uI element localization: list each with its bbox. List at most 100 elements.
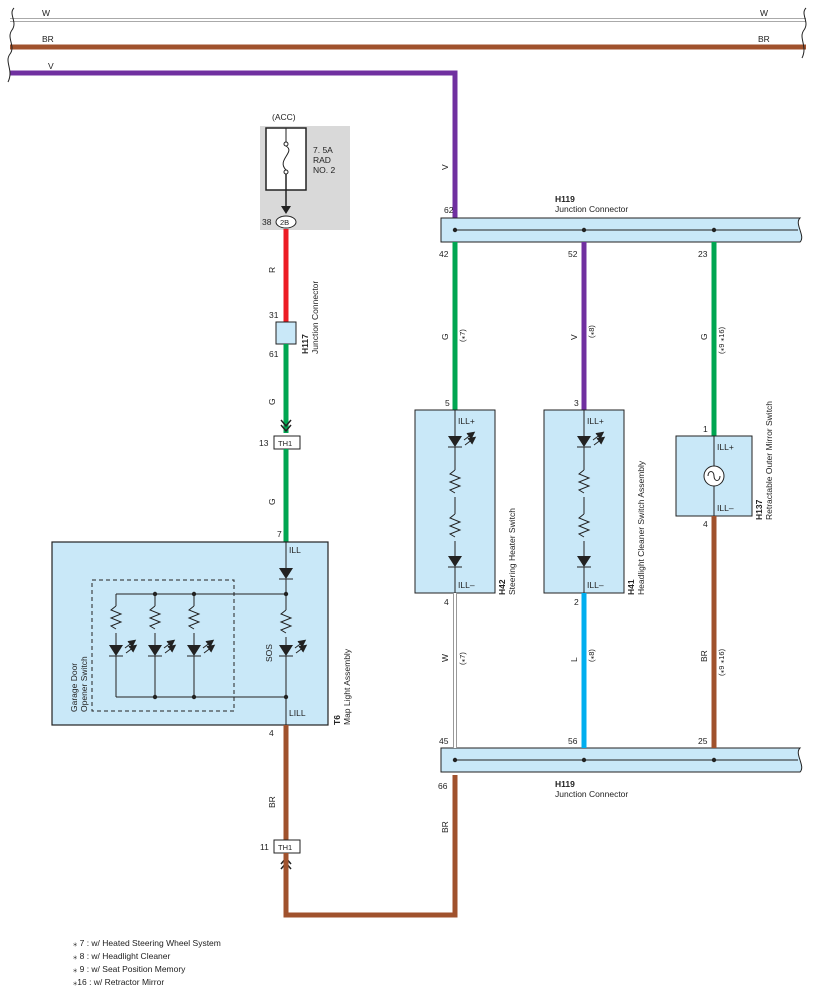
- bus-wire-br: BR BR: [10, 34, 806, 50]
- branch-h41: 52 V (⁎8) 3 ILL+ ILL– 2 H41 Headlight Cl…: [543, 242, 646, 748]
- h119-bottom-connector: H119 Junction Connector: [440, 747, 803, 799]
- h42-code: H42: [497, 579, 507, 595]
- h41-code: H41: [626, 579, 636, 595]
- h41-cond-bottom: (⁎8): [587, 649, 596, 662]
- wire-label-r: R: [267, 267, 277, 273]
- h117-name: Junction Connector: [310, 281, 320, 354]
- wire-break-left: [7, 7, 15, 83]
- fuse-name-2: NO. 2: [313, 165, 335, 175]
- note-3: ⁎ 9 : w/ Seat Position Memory: [73, 964, 186, 974]
- h42-top-pin: 42: [439, 249, 449, 259]
- wire-label-g-2: G: [267, 498, 277, 505]
- note-2: ⁎ 8 : w/ Headlight Cleaner: [73, 951, 170, 961]
- h41-cond-top: (⁎8): [587, 325, 596, 338]
- h41-top-pin: 52: [568, 249, 578, 259]
- t6-pin-out: 4: [269, 728, 274, 738]
- wire-label-br-right: BR: [758, 34, 770, 44]
- h137-name: Retractable Outer Mirror Switch: [764, 401, 774, 520]
- t6-code: T6: [332, 715, 342, 725]
- h117-pin-bottom: 61: [269, 349, 279, 359]
- h137-wire-bottom: BR: [699, 650, 709, 662]
- h41-bottom-pin: 56: [568, 736, 578, 746]
- h42-wire-top: G: [440, 333, 450, 340]
- fuse-pin: 38: [262, 217, 272, 227]
- th1-top-connector: TH1 13: [259, 435, 301, 450]
- h119-bottom-code: H119: [555, 779, 575, 789]
- th1-bottom-connector: TH1 11: [260, 839, 301, 870]
- h41-wire-bottom: L: [569, 657, 579, 662]
- h137-ill-plus: ILL+: [717, 442, 734, 452]
- bus-wire-w: W W: [10, 8, 806, 22]
- wire-label-w-right: W: [760, 8, 768, 18]
- h41-name: Headlight Cleaner Switch Assembly: [636, 460, 646, 595]
- h42-comp-pin-bottom: 4: [444, 597, 449, 607]
- h117-code: H117: [300, 334, 310, 354]
- th1-top-code: TH1: [278, 439, 292, 448]
- footnotes: ⁎ 7 : w/ Heated Steering Wheel System ⁎ …: [73, 938, 221, 987]
- fuse-name-1: RAD: [313, 155, 331, 165]
- h137-bottom-pin: 25: [698, 736, 708, 746]
- h119-top-code: H119: [555, 194, 575, 204]
- h42-ill-minus: ILL–: [458, 580, 475, 590]
- h119-bottom-pin-66: 66: [438, 781, 448, 791]
- h137-wire-top: G: [699, 333, 709, 340]
- note-1: ⁎ 7 : w/ Heated Steering Wheel System: [73, 938, 221, 948]
- garage-led-1: [109, 594, 138, 697]
- h137-cond-bottom: (⁎9 ⁎16): [717, 648, 726, 676]
- acc-label: (ACC): [272, 112, 296, 122]
- h119-bottom-name: Junction Connector: [555, 789, 628, 799]
- wire-label-v-h119: V: [440, 164, 450, 170]
- fuse-box: (ACC) 7. 5A RAD NO. 2 2B 38: [260, 112, 350, 230]
- h137-top-pin: 23: [698, 249, 708, 259]
- fuse-connector: 2B: [280, 218, 289, 227]
- t6-name: Map Light Assembly: [342, 648, 352, 725]
- h137-ill-minus: ILL–: [717, 503, 734, 513]
- h137-code: H137: [754, 499, 764, 520]
- h41-comp-pin-bottom: 2: [574, 597, 579, 607]
- t6-map-light-assembly: 7 ILL LILL 4 T6 Map Light Assembly SOS G…: [51, 529, 352, 738]
- h42-cond-bottom: (⁎7): [458, 652, 467, 665]
- wire-label-br-left: BR: [42, 34, 54, 44]
- h119-top-connector: 62 H119 Junction Connector: [440, 194, 803, 243]
- h137-comp-pin-top: 1: [703, 424, 708, 434]
- h137-cond-top: (⁎9 ⁎16): [717, 326, 726, 354]
- h137-comp-pin-bottom: 4: [703, 519, 708, 529]
- t6-sos-label: SOS: [264, 644, 274, 662]
- th1-top-chevron: [280, 419, 292, 433]
- th1-bottom-pin: 11: [260, 842, 269, 852]
- bus-wire-v: V: [10, 61, 458, 220]
- t6-pin-in: 7: [277, 529, 282, 539]
- branch-h42: 42 G (⁎7) 5 ILL+ ILL– 4 H42 Steering Hea…: [414, 242, 517, 748]
- wire-label-w-left: W: [42, 8, 50, 18]
- h41-comp-pin-top: 3: [574, 398, 579, 408]
- h41-ill-minus: ILL–: [587, 580, 604, 590]
- fuse-rating: 7. 5A: [313, 145, 333, 155]
- h42-ill-plus: ILL+: [458, 416, 475, 426]
- wire-label-v-top: V: [48, 61, 54, 71]
- t6-lill-label: LILL: [289, 708, 306, 718]
- th1-bottom-code: TH1: [278, 843, 292, 852]
- h119-top-name: Junction Connector: [555, 204, 628, 214]
- wire-break-right: [801, 7, 807, 59]
- branch-h137: 23 G (⁎9 ⁎16) 1 ILL+ ILL– 4 H137 Retract…: [675, 242, 774, 748]
- t6-ill-label: ILL: [289, 545, 301, 555]
- h42-wire-bottom: W: [440, 654, 450, 662]
- wire-label-br-t6: BR: [267, 796, 277, 808]
- note-4: ⁎16 : w/ Retractor Mirror: [73, 977, 164, 987]
- h117-pin-top: 31: [269, 310, 279, 320]
- garage-label-2: Opener Switch: [79, 656, 89, 712]
- h42-cond-top: (⁎7): [458, 329, 467, 342]
- h42-name: Steering Heater Switch: [507, 508, 517, 595]
- th1-top-pin: 13: [259, 438, 269, 448]
- h41-ill-plus: ILL+: [587, 416, 604, 426]
- wire-label-g-1: G: [267, 398, 277, 405]
- h119-top-pin-62: 62: [444, 205, 454, 215]
- h42-bottom-pin: 45: [439, 736, 449, 746]
- h41-wire-top: V: [569, 334, 579, 340]
- h117-connector: 31 61 H117 Junction Connector: [269, 281, 320, 359]
- wire-label-br-h119: BR: [440, 821, 450, 833]
- h42-comp-pin-top: 5: [445, 398, 450, 408]
- wire-br-th1-h119: [283, 775, 458, 918]
- garage-label-1: Garage Door: [69, 663, 79, 712]
